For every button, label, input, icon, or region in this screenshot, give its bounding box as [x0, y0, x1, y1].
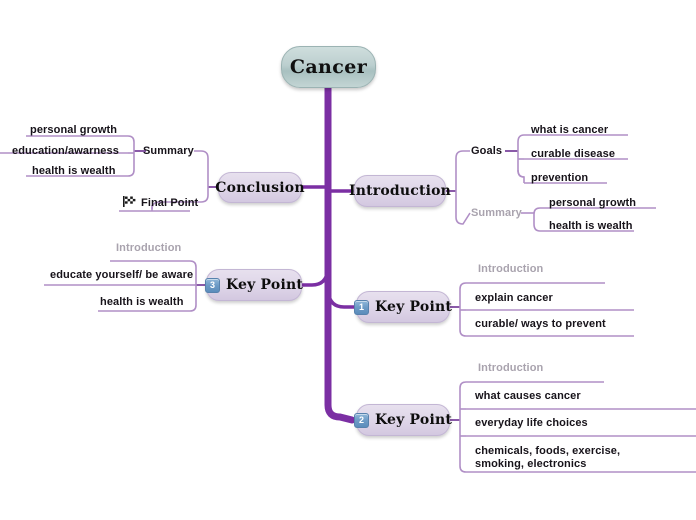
- leaf-chemicals-foods-exercise[interactable]: chemicals, foods, exercise, smoking, ele…: [475, 445, 621, 470]
- group-label-kp1-introduction[interactable]: Introduction: [478, 263, 544, 275]
- leaf-educate-yourself-be-aware[interactable]: educate yourself/ be aware: [50, 269, 194, 281]
- leaf-education-awarness[interactable]: education/awarness: [12, 145, 119, 157]
- branch-node-key-point-2[interactable]: 2 Key Point: [353, 404, 453, 436]
- root-node[interactable]: Cancer: [281, 46, 376, 88]
- root-node-label: Cancer: [289, 56, 368, 78]
- leaf-health-is-wealth-intro[interactable]: health is wealth: [549, 220, 633, 232]
- leaf-health-is-wealth-kp3[interactable]: health is wealth: [100, 296, 184, 308]
- group-label-kp2-introduction[interactable]: Introduction: [478, 362, 544, 374]
- branch-node-key-point-1-label: Key Point: [374, 299, 453, 315]
- group-label-goals[interactable]: Goals: [471, 145, 503, 157]
- branch-node-introduction-label: Introduction: [348, 183, 452, 199]
- leaf-health-is-wealth-conclusion[interactable]: health is wealth: [32, 165, 116, 177]
- leaf-what-is-cancer[interactable]: what is cancer: [531, 124, 609, 136]
- branch-node-introduction[interactable]: Introduction: [349, 175, 451, 207]
- branch-node-conclusion[interactable]: Conclusion: [215, 172, 305, 203]
- group-label-final-point[interactable]: Final Point: [123, 196, 198, 209]
- branch-node-key-point-3-label: Key Point: [225, 277, 304, 293]
- branch-node-key-point-2-label: Key Point: [374, 412, 453, 428]
- leaf-what-causes-cancer[interactable]: what causes cancer: [475, 390, 581, 402]
- leaf-curable-ways-to-prevent[interactable]: curable/ ways to prevent: [475, 318, 606, 330]
- branch-node-key-point-3[interactable]: 3 Key Point: [204, 269, 304, 301]
- leaf-everyday-life-choices[interactable]: everyday life choices: [475, 417, 588, 429]
- leaf-personal-growth-intro[interactable]: personal growth: [549, 197, 637, 209]
- number-badge-1: 1: [353, 299, 369, 315]
- number-badge-3: 3: [204, 277, 220, 293]
- leaf-curable-disease[interactable]: curable disease: [531, 148, 616, 160]
- checkered-flag-icon: [123, 196, 136, 207]
- branch-node-conclusion-label: Conclusion: [215, 179, 305, 196]
- branch-node-key-point-1[interactable]: 1 Key Point: [353, 291, 453, 323]
- group-label-introduction-summary[interactable]: Summary: [471, 207, 522, 219]
- number-badge-2: 2: [353, 412, 369, 428]
- group-label-conclusion-summary[interactable]: Summary: [143, 145, 194, 157]
- group-label-kp3-introduction[interactable]: Introduction: [116, 242, 182, 254]
- leaf-prevention[interactable]: prevention: [531, 172, 589, 184]
- leaf-personal-growth-conclusion[interactable]: personal growth: [30, 124, 118, 136]
- leaf-explain-cancer[interactable]: explain cancer: [475, 292, 553, 304]
- final-point-label: Final Point: [141, 197, 199, 209]
